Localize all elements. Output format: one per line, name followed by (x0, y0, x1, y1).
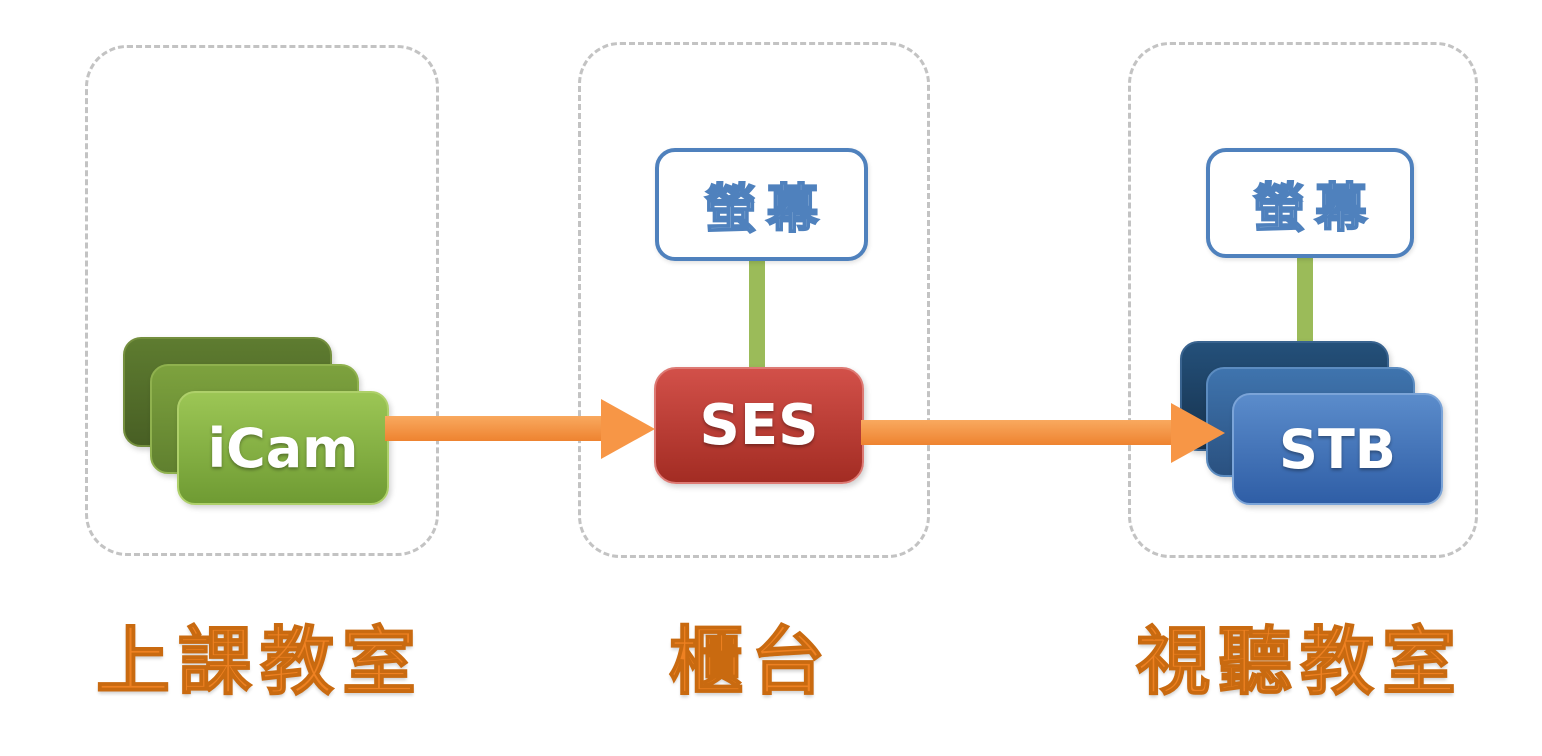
screen-node-av-room-label: 螢幕 (1252, 178, 1377, 240)
arrow-ses-to-stb-head (1171, 403, 1225, 463)
stb-node: STB (1232, 393, 1443, 505)
group-classroom-box (85, 45, 439, 556)
arrow-icam-to-ses-head (601, 399, 655, 459)
arrow-ses-to-stb-shaft (861, 420, 1173, 445)
group-counter-box (578, 42, 930, 558)
group-av-room-box (1128, 42, 1478, 558)
screen-node-av-room: 螢幕 (1206, 148, 1414, 258)
screen-node-counter-label: 螢幕 (703, 179, 829, 241)
icam-node: iCam (177, 391, 389, 505)
connector-screen-to-ses (749, 251, 765, 371)
group-label-av-room: 視聽教室 (1135, 619, 1464, 705)
ses-node: SES (654, 367, 864, 484)
group-label-classroom: 上課教室 (95, 619, 424, 705)
group-label-counter: 櫃台 (668, 619, 833, 705)
screen-node-counter: 螢幕 (655, 148, 868, 261)
arrow-icam-to-ses-shaft (385, 416, 603, 441)
